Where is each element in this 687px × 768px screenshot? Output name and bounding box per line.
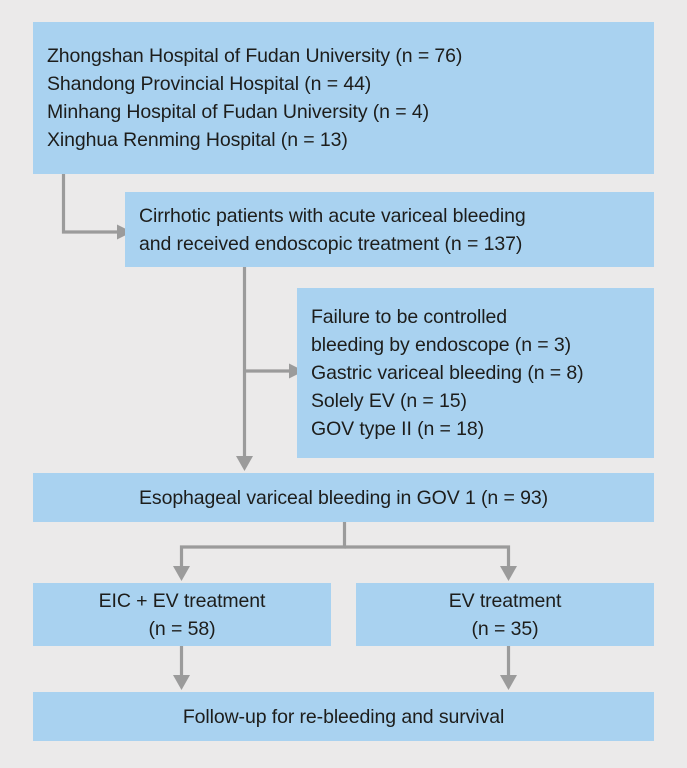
edge-cohort-to-exclusions <box>244 363 304 379</box>
edge-sources-to-cohort <box>61 174 132 240</box>
node-source-hospitals: Zhongshan Hospital of Fudan University (… <box>33 22 654 174</box>
edge-eic-ev-to-followup <box>173 646 190 690</box>
node-cohort-text: Cirrhotic patients with acute variceal b… <box>139 204 526 255</box>
node-exclusions-text: Failure to be controlled bleeding by end… <box>311 306 584 440</box>
node-eic-ev-treatment-text: EIC + EV treatment (n = 58) <box>98 589 266 640</box>
node-gov1: Esophageal variceal bleeding in GOV 1 (n… <box>33 473 654 522</box>
node-gov1-text: Esophageal variceal bleeding in GOV 1 (n… <box>139 486 548 509</box>
node-source-hospitals-text: Zhongshan Hospital of Fudan University (… <box>47 45 463 151</box>
node-ev-treatment-text: EV treatment (n = 35) <box>448 589 562 640</box>
edge-cohort-to-gov1 <box>236 267 253 471</box>
node-cohort: Cirrhotic patients with acute variceal b… <box>125 192 654 267</box>
node-exclusions: Failure to be controlled bleeding by end… <box>297 288 654 458</box>
edge-ev-to-followup <box>500 646 517 690</box>
node-followup-text: Follow-up for re-bleeding and survival <box>182 705 505 728</box>
node-eic-ev-treatment: EIC + EV treatment (n = 58) <box>33 583 331 646</box>
node-ev-treatment: EV treatment (n = 35) <box>356 583 654 646</box>
edge-gov1-split <box>173 522 517 581</box>
node-followup: Follow-up for re-bleeding and survival <box>33 692 654 741</box>
